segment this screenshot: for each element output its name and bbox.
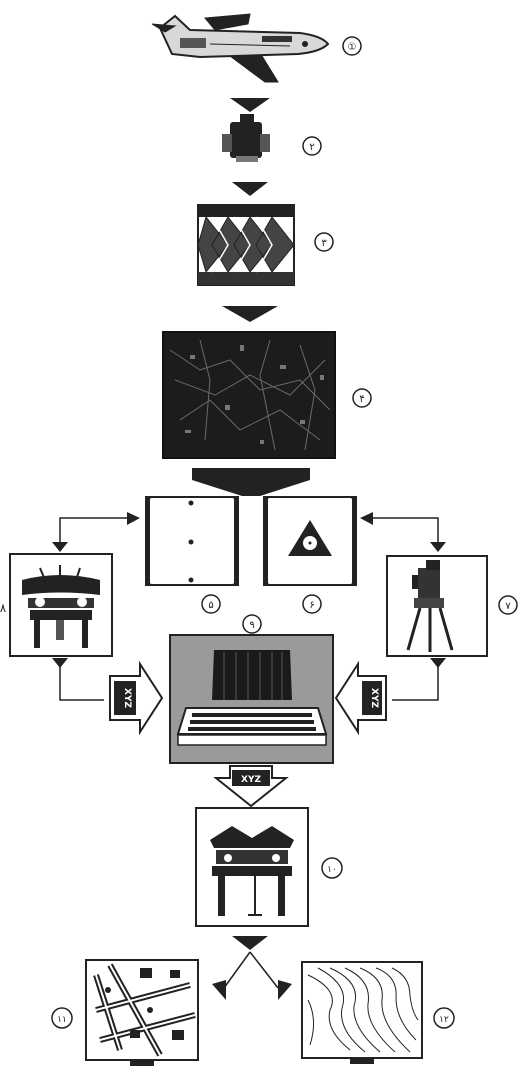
connector-line	[392, 664, 438, 700]
xyz-arrow-left: XYZ	[110, 664, 162, 732]
step-number-5: ۵	[202, 595, 220, 613]
step-number-8: ۸	[0, 601, 7, 615]
aerial-camera-icon	[222, 114, 270, 162]
topographic-map-icon	[302, 962, 422, 1064]
svg-text:۸: ۸	[0, 601, 7, 615]
aerial-photograph-icon	[163, 332, 335, 458]
connector-line	[362, 518, 438, 548]
svg-text:۲: ۲	[309, 142, 314, 153]
connector-line	[60, 664, 104, 700]
stereo-plotter-icon	[196, 808, 308, 926]
svg-text:۷: ۷	[505, 601, 511, 612]
connector-line	[60, 518, 138, 548]
connector-line	[224, 952, 278, 988]
flow-arrow	[192, 468, 310, 496]
fiducial-marks-icon	[146, 497, 238, 585]
total-station-icon	[387, 556, 487, 656]
step-number-9: ۹	[243, 615, 261, 633]
svg-text:XYZ: XYZ	[122, 688, 132, 708]
computer-icon	[170, 635, 333, 763]
svg-text:۳: ۳	[321, 238, 327, 249]
step-number-3: ۳	[315, 233, 333, 251]
step-number-2: ۲	[303, 137, 321, 155]
svg-text:۱۱: ۱۱	[57, 1015, 67, 1025]
xyz-arrow-bottom: XYZ	[216, 766, 286, 806]
flow-arrow	[52, 658, 68, 668]
step-number-10: ۱۰	[322, 858, 342, 878]
svg-text:۴: ۴	[359, 394, 364, 405]
stereo-plotter-icon	[10, 554, 112, 656]
step-number-4: ۴	[353, 389, 371, 407]
step-number-7: ۷	[499, 596, 517, 614]
control-point-icon	[264, 497, 356, 585]
xyz-arrow-right: XYZ	[336, 664, 386, 732]
flow-arrow	[222, 306, 278, 322]
step-number-12: ۱۲	[434, 1008, 454, 1028]
flow-arrow	[230, 98, 270, 112]
flow-arrow	[232, 936, 268, 950]
step-number-11: ۱۱	[52, 1008, 72, 1028]
overlapping-photos-icon	[198, 205, 294, 285]
step-number-6: ۶	[303, 595, 321, 613]
planimetric-map-icon	[86, 960, 198, 1066]
flow-arrow	[232, 182, 268, 196]
svg-text:۹: ۹	[249, 620, 254, 631]
svg-text:XYZ: XYZ	[369, 688, 379, 708]
svg-text:۱۲: ۱۲	[439, 1015, 449, 1025]
svg-text:۵: ۵	[208, 600, 213, 611]
flow-arrow	[212, 980, 292, 1000]
svg-text:XYZ: XYZ	[241, 775, 261, 785]
step-number-1: ①	[343, 37, 361, 55]
svg-text:۱۰: ۱۰	[327, 865, 337, 875]
airplane-icon	[152, 14, 328, 82]
flow-arrow	[430, 658, 446, 668]
svg-text:①: ①	[348, 42, 357, 53]
svg-text:۶: ۶	[309, 600, 314, 611]
